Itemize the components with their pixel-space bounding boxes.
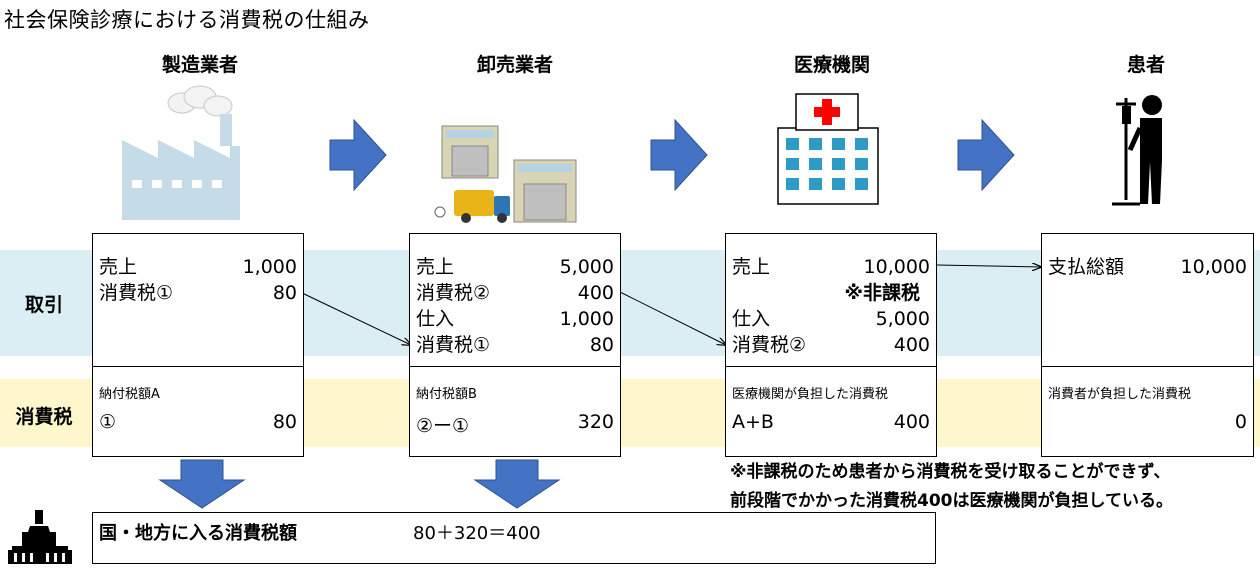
medical-purchase-row: 仕入 5,000: [732, 308, 930, 330]
medical-sales-row: 売上 10,000: [732, 256, 930, 278]
connector-tax1: [299, 291, 411, 345]
medical-purchase-tax-row: 消費税② 400: [732, 334, 930, 356]
manufacturer-pay-row: ① 80: [99, 411, 297, 433]
wholesaler-pay-row: ②ー① 320: [416, 411, 614, 437]
transaction-band-label: 取引: [24, 294, 63, 316]
national-tax-label: 国・地方に入る消費税額: [99, 523, 297, 544]
exemption-note: ※非課税のため患者から消費税を受け取ることができず、 前段階でかかった消費税40…: [730, 462, 1173, 511]
wholesaler-box: 売上 5,000 消費税② 400 仕入 1,000 消費税① 80 納付税額B…: [409, 233, 621, 457]
flow-arrow-right-3: [957, 118, 1015, 192]
actor-medical-label: 医療機関: [793, 54, 870, 76]
manufacturer-tax-row: 消費税① 80: [99, 282, 297, 304]
medical-box: 売上 10,000 ※非課税 仕入 5,000 消費税② 400 医療機関が負担…: [725, 233, 937, 457]
patient-box: 支払総額 10,000 消費者が負担した消費税 0: [1041, 233, 1254, 457]
flow-arrow-right-1: [329, 118, 387, 192]
flow-arrow-right-2: [650, 118, 708, 192]
wholesaler-tax-row: 消費税② 400: [416, 282, 614, 304]
patient-pay-row: 支払総額 10,000: [1048, 256, 1247, 278]
connector-tax2: [619, 291, 726, 345]
patient-burden-label: 消費者が負担した消費税: [1048, 387, 1192, 402]
manufacturer-box: 売上 1,000 消費税① 80 納付税額A ① 80: [92, 233, 304, 457]
parliament-icon: [8, 510, 72, 564]
manufacturer-sales-row: 売上 1,000: [99, 256, 297, 278]
wholesaler-sales-row: 売上 5,000: [416, 256, 614, 278]
manufacturer-pay-label: 納付税額A: [99, 387, 160, 402]
national-tax-value: 80＋320＝400: [413, 523, 541, 544]
connector-payment: [936, 265, 1041, 267]
warehouse-truck-icon: [434, 125, 577, 223]
wholesaler-purchase-tax-row: 消費税① 80: [416, 334, 614, 356]
wholesaler-pay-label: 納付税額B: [416, 387, 477, 402]
actor-manufacturer-label: 製造業者: [161, 54, 238, 76]
medical-burden-row: A+B 400: [732, 411, 930, 433]
page-title: 社会保険診療における消費税の仕組み: [4, 8, 370, 32]
actor-wholesaler-label: 卸売業者: [476, 54, 553, 76]
patient-iv-icon: [1112, 95, 1162, 206]
national-tax-box: 国・地方に入る消費税額 80＋320＝400: [92, 512, 936, 564]
consumption-tax-band-label: 消費税: [15, 406, 73, 428]
medical-exempt-row: ※非課税: [844, 282, 920, 304]
factory-icon: [122, 85, 240, 220]
tax-arrow-down-1: [158, 459, 246, 509]
actor-patient-label: 患者: [1126, 54, 1165, 76]
medical-burden-label: 医療機関が負担した消費税: [732, 387, 889, 402]
tax-arrow-down-2: [473, 459, 561, 509]
hospital-windows: [786, 138, 868, 190]
wholesaler-purchase-row: 仕入 1,000: [416, 308, 614, 330]
